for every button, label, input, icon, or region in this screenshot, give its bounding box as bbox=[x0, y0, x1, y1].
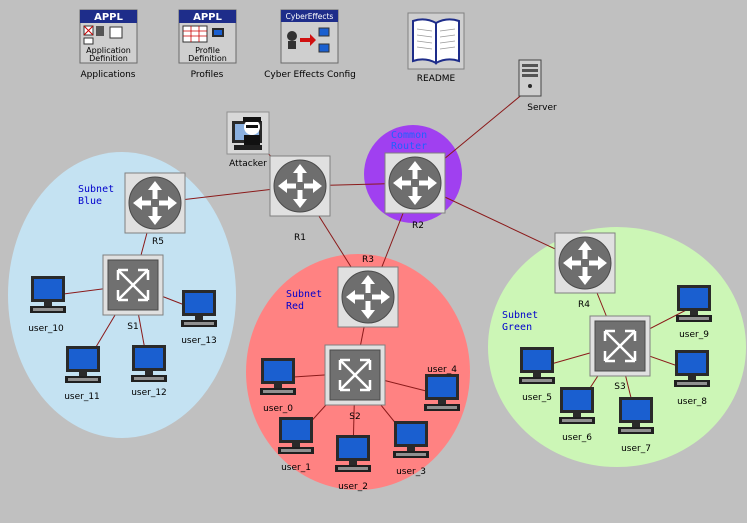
user_10-label: user_10 bbox=[28, 324, 64, 334]
pc-user_2[interactable] bbox=[335, 435, 371, 472]
user_8-label: user_8 bbox=[677, 397, 707, 407]
pc-user_3[interactable] bbox=[393, 421, 429, 458]
user_2-label: user_2 bbox=[338, 482, 368, 492]
spy-icon bbox=[243, 117, 261, 145]
applications-badge: APPL bbox=[94, 12, 123, 23]
attacker-label: Attacker bbox=[229, 159, 267, 169]
switch-S1-label: S1 bbox=[127, 322, 138, 332]
router-R4-label: R4 bbox=[578, 300, 590, 310]
readme-caption: README bbox=[417, 74, 456, 84]
pc-user_1[interactable] bbox=[278, 417, 314, 454]
switch-S1[interactable] bbox=[101, 253, 165, 317]
applications-inner-label: Application bbox=[86, 46, 131, 55]
pc-user_0[interactable] bbox=[260, 358, 296, 395]
pc-user_7[interactable] bbox=[618, 397, 654, 434]
router-R2-label: R2 bbox=[412, 221, 424, 231]
readme-book[interactable] bbox=[407, 12, 465, 70]
profiles-inner-label: Profile bbox=[195, 46, 220, 55]
attacker-node[interactable] bbox=[226, 111, 270, 155]
router-R5[interactable] bbox=[124, 172, 186, 234]
common-router-label-2: Router bbox=[391, 141, 427, 152]
pc-user_5[interactable] bbox=[519, 347, 555, 384]
user_0-label: user_0 bbox=[263, 404, 293, 414]
app-definition-icon bbox=[83, 25, 123, 45]
server-label: Server bbox=[527, 103, 557, 113]
pc-user_10[interactable] bbox=[30, 276, 66, 313]
subnet-blue-label: Subnet bbox=[78, 184, 114, 195]
router-R5-label: R5 bbox=[152, 237, 164, 247]
applications-config[interactable]: APPL Application Definition bbox=[79, 9, 138, 64]
router-R1[interactable] bbox=[269, 155, 331, 217]
user_1-label: user_1 bbox=[281, 463, 311, 473]
user_7-label: user_7 bbox=[621, 444, 651, 454]
user_4-label: user_4 bbox=[427, 365, 457, 375]
open-book-icon bbox=[412, 18, 460, 65]
profiles-config[interactable]: APPL Profile Definition bbox=[178, 9, 237, 64]
pc-user_6[interactable] bbox=[559, 387, 595, 424]
router-R4[interactable] bbox=[554, 232, 616, 294]
pc-user_9[interactable] bbox=[676, 285, 712, 322]
router-R2[interactable] bbox=[384, 152, 446, 214]
subnet-green-label-2: Green bbox=[502, 322, 532, 333]
switch-S3[interactable] bbox=[588, 314, 652, 378]
profiles-badge: APPL bbox=[193, 12, 222, 23]
user_11-label: user_11 bbox=[64, 392, 100, 402]
user_5-label: user_5 bbox=[522, 393, 552, 403]
cyber-effects-badge: CyberEffects bbox=[286, 12, 334, 21]
user_6-label: user_6 bbox=[562, 433, 592, 443]
subnet-red-label: Subnet bbox=[286, 289, 322, 300]
pc-user_8[interactable] bbox=[674, 350, 710, 387]
profile-definition-icon bbox=[182, 25, 224, 43]
subnet-red-label-2: Red bbox=[286, 301, 304, 312]
switch-S2-label: S2 bbox=[349, 412, 360, 422]
router-R3-label: R3 bbox=[362, 255, 374, 265]
subnet-green-label: Subnet bbox=[502, 310, 538, 321]
server-node[interactable] bbox=[518, 59, 542, 97]
switch-S2[interactable] bbox=[323, 343, 387, 407]
pc-user_11[interactable] bbox=[65, 346, 101, 383]
switch-S3-label: S3 bbox=[614, 382, 625, 392]
router-R1-label: R1 bbox=[294, 233, 306, 243]
pc-user_12[interactable] bbox=[131, 345, 167, 382]
user_13-label: user_13 bbox=[181, 336, 217, 346]
user_9-label: user_9 bbox=[679, 330, 709, 340]
cyber-effects-config[interactable]: CyberEffects bbox=[280, 9, 339, 64]
subnet-blue-label-2: Blue bbox=[78, 196, 102, 207]
applications-caption: Applications bbox=[81, 70, 136, 80]
cyber-effects-icon bbox=[287, 27, 330, 53]
common-router-label: Common bbox=[391, 130, 427, 141]
router-R3[interactable] bbox=[337, 266, 399, 328]
svg-text:Definition: Definition bbox=[188, 54, 227, 63]
svg-text:Definition: Definition bbox=[89, 54, 128, 63]
pc-user_4[interactable] bbox=[424, 374, 460, 411]
cyber-effects-caption: Cyber Effects Config bbox=[264, 70, 356, 80]
user_3-label: user_3 bbox=[396, 467, 426, 477]
profiles-caption: Profiles bbox=[191, 70, 224, 80]
pc-user_13[interactable] bbox=[181, 290, 217, 327]
user_12-label: user_12 bbox=[131, 388, 167, 398]
